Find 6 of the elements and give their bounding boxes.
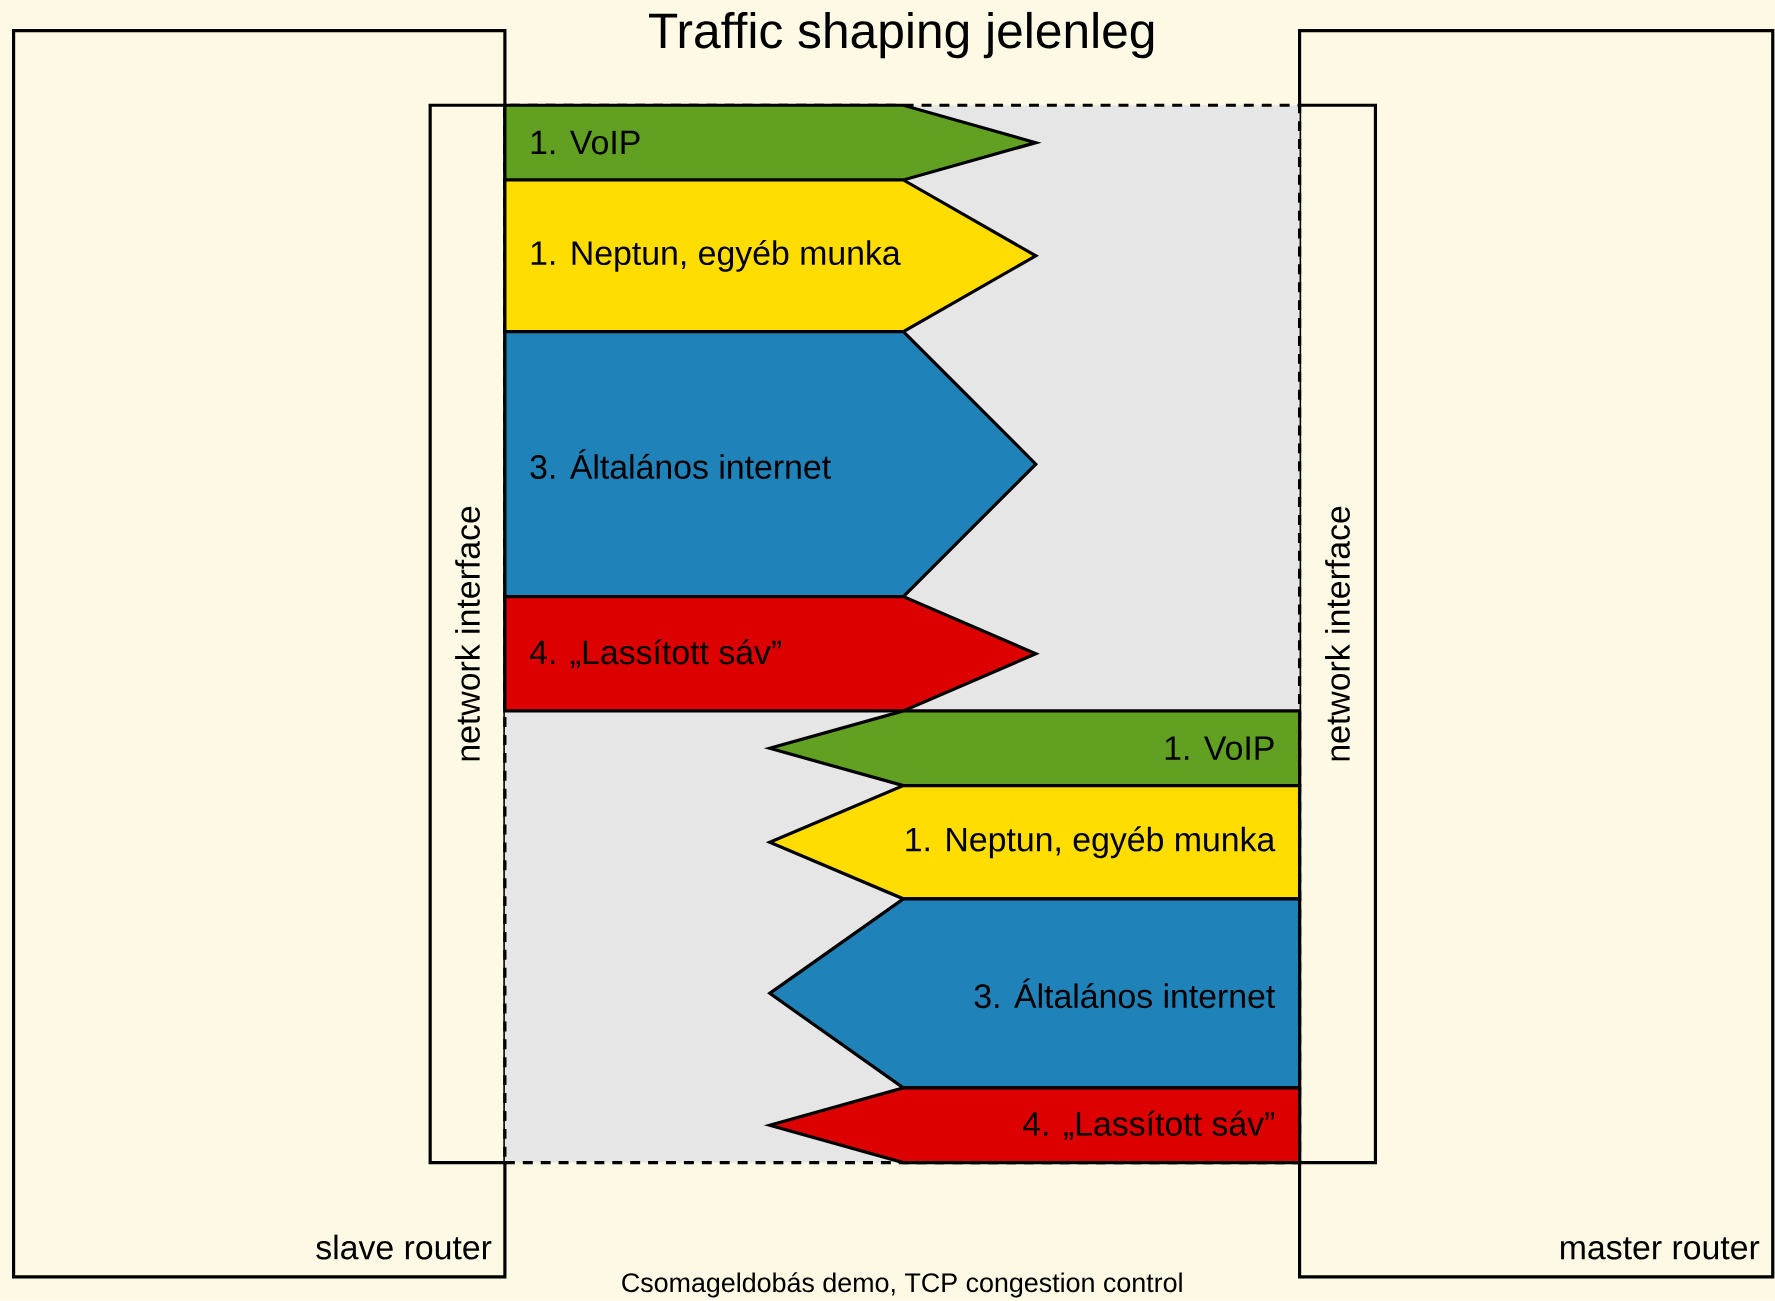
caption: Csomageldobás demo, TCP congestion control bbox=[622, 1272, 1182, 1298]
arrow-band: 3. Általános internet bbox=[767, 897, 1302, 1090]
arrow-band: 3. Általános internet bbox=[503, 330, 1039, 599]
interface-box: network interface bbox=[1298, 103, 1377, 1165]
title: Traffic shaping jelenleg bbox=[649, 12, 1154, 59]
interface-box: network interface bbox=[428, 103, 507, 1165]
